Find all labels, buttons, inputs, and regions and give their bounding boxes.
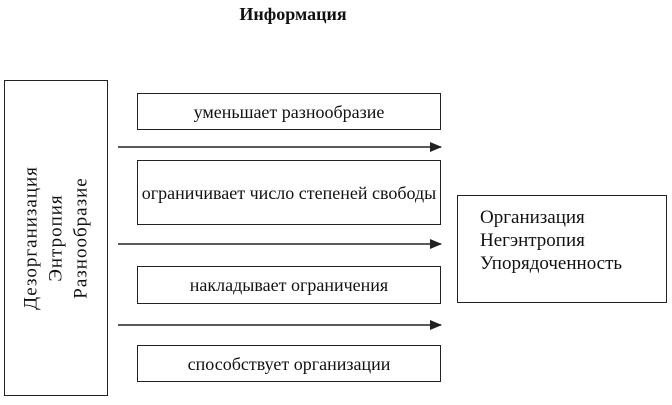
target-state-box: Организация Негэнтропия Упорядоченность bbox=[457, 195, 667, 303]
source-state-box: Дезорганизация Энтропия Разнообразие bbox=[4, 80, 108, 396]
effect-box-limits-degrees-of-freedom: ограничивает число степеней свободы bbox=[137, 160, 441, 225]
target-label-orderliness: Упорядоченность bbox=[480, 253, 623, 274]
effect-box-promotes-organization: способствует организации bbox=[137, 345, 441, 382]
target-label-negentropy: Негэнтропия bbox=[480, 230, 585, 251]
target-label-organization: Организация bbox=[480, 207, 585, 228]
effect-box-reduces-diversity: уменьшает разнообразие bbox=[137, 93, 441, 130]
diagram-title: Информация bbox=[239, 4, 347, 24]
effect-box-imposes-constraints: накладывает ограничения bbox=[137, 266, 441, 304]
